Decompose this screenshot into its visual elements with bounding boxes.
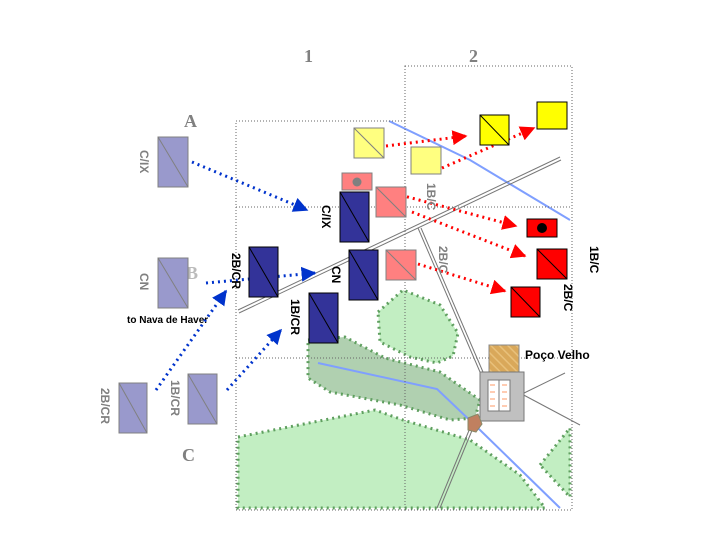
bridge-icon [467,413,483,433]
svg-text:C/IX: C/IX [319,205,333,228]
unit-reserve-1b-cr[interactable]: 1B/CR [168,373,218,425]
opposing-end-units: 1B/C 2B/C [479,101,601,318]
unit-pink-hq[interactable] [341,172,373,191]
woods-south [236,408,549,510]
river-north [388,120,571,221]
svg-text:1B/CR: 1B/CR [288,299,302,335]
unit-yellow-start-1[interactable] [353,127,385,159]
town-label: Poço Velho [525,348,590,362]
unit-front-cn[interactable]: CN [329,249,379,301]
roads [237,156,581,509]
label-start-1b-c: 1B/C [424,183,438,211]
red-arrows [377,126,536,295]
svg-text:2B/CR: 2B/CR [229,253,243,289]
woods-east [538,423,572,501]
unit-red-1b-c[interactable] [536,248,568,280]
unit-reserve-cn[interactable]: CN [137,257,189,309]
label-start-2b-c: 2B/C [436,246,450,274]
svg-text:CN: CN [137,273,151,290]
unit-pink-2b-c[interactable] [385,249,417,281]
row-label-c: C [182,445,195,465]
direction-note: to Nava de Haver [127,315,208,326]
hatched-field [488,344,520,375]
unit-yellow-start-2[interactable] [410,146,442,175]
row-label-b: B [186,263,198,283]
column-label-2: 2 [469,46,478,66]
unit-front-c-ix[interactable]: C/IX [319,191,370,243]
unit-reserve-c-ix[interactable]: C/IX [137,136,189,188]
river-south [317,362,561,509]
front-units: C/IX 2B/CR CN 1B/CR [229,191,379,344]
column-label-1: 1 [304,46,313,66]
woods-center [376,288,460,365]
unit-yellow-end-1[interactable] [479,114,510,146]
svg-text:2B/CR: 2B/CR [98,388,112,424]
reserve-units: C/IX CN 2B/CR 1B/CR [98,136,218,434]
label-end-2b-c: 2B/C [561,284,575,312]
svg-text:C/IX: C/IX [137,150,151,173]
town-poco-velho[interactable]: Poço Velho [467,344,590,433]
row-label-a: A [184,111,197,131]
unit-reserve-2b-cr[interactable]: 2B/CR [98,382,148,434]
svg-text:1B/CR: 1B/CR [168,380,182,416]
label-end-1b-c: 1B/C [587,246,601,274]
opposing-start-units: 1B/C 2B/C [341,127,450,281]
svg-text:CN: CN [329,266,343,283]
rivers [317,120,571,509]
unit-front-1b-cr[interactable]: 1B/CR [288,292,339,344]
unit-red-2b-c[interactable] [510,286,541,318]
unit-yellow-end-2[interactable] [536,101,568,130]
unit-red-hq[interactable] [526,218,558,238]
unit-front-2b-cr[interactable]: 2B/CR [229,246,279,298]
unit-pink-1b-c[interactable] [375,186,407,218]
